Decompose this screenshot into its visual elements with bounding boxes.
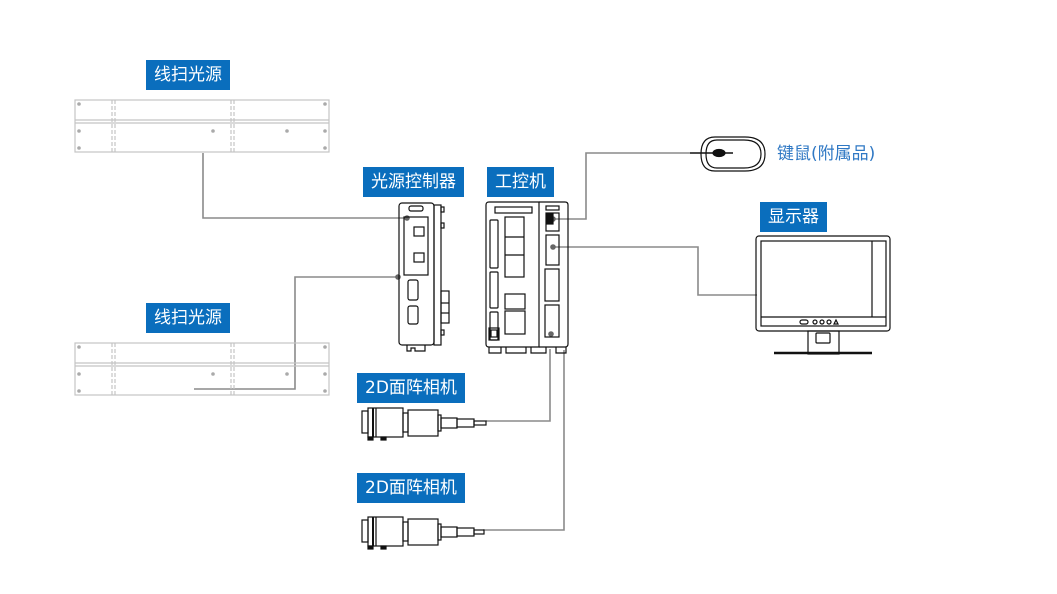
label-mouse: 键鼠(附属品): [777, 144, 876, 164]
edge-ipc-camera1: [486, 349, 551, 422]
area-camera-icon: [361, 407, 487, 441]
label-ipc: 工控机: [487, 167, 554, 197]
connectors: [194, 152, 757, 531]
edge-ipc-camera2: [483, 350, 565, 531]
industrial-pc-icon: [485, 201, 569, 354]
line-scan-light-icon: [74, 342, 330, 396]
edge-ipc-mouse: [553, 152, 690, 220]
monitor-icon: [755, 235, 891, 355]
mouse-icon: [690, 136, 766, 172]
label-camera-1: 2D面阵相机: [357, 373, 465, 403]
light-controller-icon: [398, 202, 450, 352]
label-line-light-2: 线扫光源: [146, 303, 230, 333]
connector-dots: [395, 215, 556, 337]
label-light-controller: 光源控制器: [363, 167, 464, 197]
edge-ipc-monitor: [553, 246, 757, 296]
line-scan-light-icon: [74, 99, 330, 153]
edge-light1-controller: [202, 153, 407, 219]
label-monitor: 显示器: [760, 202, 827, 232]
label-camera-2: 2D面阵相机: [357, 473, 465, 503]
area-camera-icon: [361, 516, 485, 550]
edge-light2-controller: [194, 276, 398, 390]
label-line-light-1: 线扫光源: [146, 60, 230, 90]
